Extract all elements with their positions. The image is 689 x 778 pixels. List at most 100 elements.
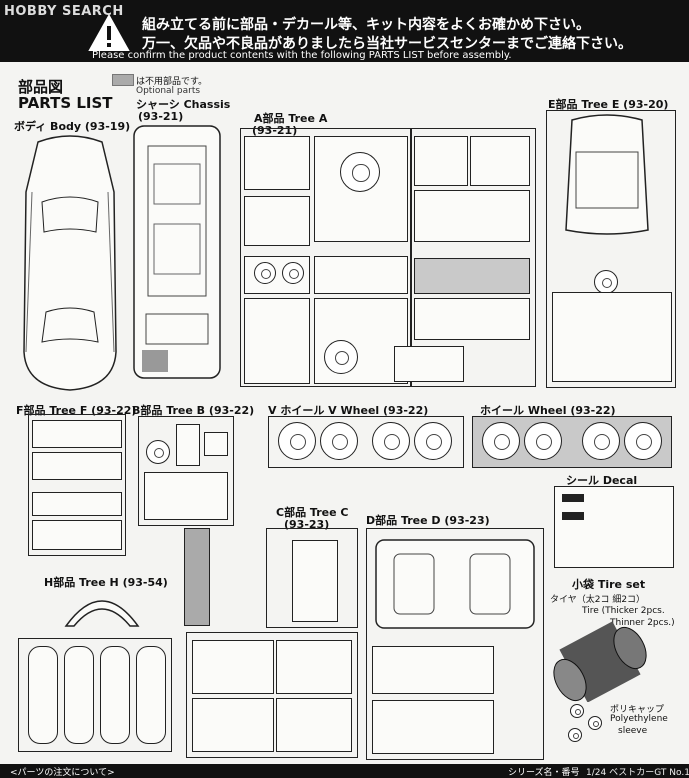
tree-h-label: H部品 Tree H (93-54)	[44, 576, 168, 589]
tree-e-frame	[546, 110, 676, 388]
wheel-part	[624, 422, 662, 460]
decal-plate	[562, 512, 584, 520]
tree-a-part-cell	[314, 256, 408, 294]
instruction-en: Please confirm the product contents with…	[92, 50, 512, 61]
wheel-v-part	[278, 422, 316, 460]
tree-d-frame	[366, 528, 544, 760]
tire-en-2: Thinner 2pcs.)	[610, 618, 675, 628]
decal-plate	[562, 494, 584, 502]
poly-cap	[568, 728, 582, 742]
cap-en-1: Polyethylene	[610, 714, 668, 724]
footer-parts-order: <パーツの注文について>	[10, 768, 115, 778]
tree-a-round-part	[282, 262, 304, 284]
tree-a-right-frame	[410, 128, 536, 387]
tree-f-part-cell	[32, 452, 122, 480]
instruction-jp-1: 組み立てる前に部品・デカール等、キット内容をよくお確かめ下さい。	[142, 17, 590, 33]
tire-set-label: 小袋 Tire set	[572, 578, 646, 591]
tree-a-part-cell	[244, 136, 310, 190]
cap-en-2: sleeve	[618, 726, 648, 736]
parts-title-en: PARTS LIST	[18, 94, 113, 112]
tree-a-part-cell	[470, 136, 530, 186]
tree-a-part-cell	[244, 196, 310, 246]
tree-c-part-cell	[192, 698, 274, 752]
tree-a-label: A部品 Tree A	[254, 112, 328, 125]
wheel-part	[582, 422, 620, 460]
body-drawing	[23, 135, 117, 391]
tree-h-part-cell	[28, 646, 58, 744]
tree-c-part-cell	[276, 698, 352, 752]
tree-h-part	[64, 600, 140, 627]
tree-f-part-cell	[32, 520, 122, 550]
tree-a-part-cell	[244, 298, 310, 384]
tree-b-optional-part	[184, 528, 210, 626]
tree-f-part-cell	[32, 492, 122, 516]
tree-a-round-part	[324, 340, 358, 374]
tree-h-part-cell	[100, 646, 130, 744]
tree-b-round-part	[146, 440, 170, 464]
tree-a-part-cell	[414, 298, 530, 340]
footer-series: シリーズ名・番号	[508, 768, 580, 778]
wheel-part	[524, 422, 562, 460]
tree-c-label: C部品 Tree C	[276, 506, 349, 519]
wheel-v-part	[414, 422, 452, 460]
tree-h-frame	[18, 638, 172, 752]
tree-a-round-part	[340, 152, 380, 192]
tree-f-label: F部品 Tree F (93-22)	[16, 404, 137, 417]
watermark: HOBBY SEARCH	[4, 4, 124, 19]
instruction-jp-2: 万一、欠品や不良品がありましたら当社サービスセンターまでご連絡下さい。	[142, 36, 632, 52]
tree-e-part-cell	[552, 292, 672, 382]
tree-d-interior	[375, 539, 535, 629]
tree-a-frame	[240, 128, 412, 387]
chassis-number: (93-21)	[138, 110, 184, 123]
tree-h-part-cell	[64, 646, 94, 744]
tree-b-part-cell	[176, 424, 200, 466]
tree-e-windshield	[565, 114, 649, 235]
tree-c-part-cell	[276, 640, 352, 694]
wheel-v-label: V ホイール V Wheel (93-22)	[268, 404, 429, 417]
body-label: ボディ Body (93-19)	[14, 120, 131, 133]
tree-h-part-cell	[136, 646, 166, 744]
tire-en-1: Tire (Thicker 2pcs.	[582, 606, 665, 616]
tree-d-part-cell	[372, 700, 494, 754]
parts-title-jp: 部品図	[18, 78, 64, 96]
legend-en: Optional parts	[136, 86, 201, 96]
tree-a-part-cell	[414, 190, 530, 242]
tree-a-optional-part	[414, 258, 530, 294]
tree-a-part-cell	[394, 346, 464, 382]
tree-b-part-cell	[144, 472, 228, 520]
wheel-v-part	[320, 422, 358, 460]
tree-a-number: (93-21)	[252, 124, 298, 137]
tree-a-part-cell	[414, 136, 468, 186]
tree-d-part-cell	[372, 646, 494, 694]
footer-bar	[0, 764, 689, 778]
wheel-label: ホイール Wheel (93-22)	[480, 404, 616, 417]
warning-icon	[88, 14, 130, 51]
tree-b-label: B部品 Tree B (93-22)	[132, 404, 255, 417]
chassis-label: シャーシ Chassis	[136, 98, 231, 111]
wheel-v-part	[372, 422, 410, 460]
tree-c-frame	[266, 528, 358, 628]
tree-c-part-cell	[292, 540, 338, 622]
poly-cap	[570, 704, 584, 718]
tree-c-part-cell	[192, 640, 274, 694]
tree-b-part-cell	[204, 432, 228, 456]
tree-a-round-part	[254, 262, 276, 284]
tree-f-part-cell	[32, 420, 122, 448]
tree-d-label: D部品 Tree D (93-23)	[366, 514, 490, 527]
tire-jp: タイヤ（太2コ 細2コ）	[550, 595, 646, 605]
decal-label: シール Decal	[566, 474, 638, 487]
chassis-drawing	[133, 125, 221, 379]
tree-b-frame	[138, 416, 234, 526]
legend-jp: は不用部品です。	[136, 77, 208, 87]
poly-cap	[588, 716, 602, 730]
optional-swatch	[112, 74, 134, 86]
tree-c-lower-frame	[186, 632, 358, 758]
tree-e-label: E部品 Tree E (93-20)	[548, 98, 669, 111]
footer-product: 1/24 ベストカーGT No.17	[586, 768, 689, 778]
wheel-v-frame	[268, 416, 464, 468]
wheel-part	[482, 422, 520, 460]
tree-f-frame	[28, 414, 126, 556]
cap-jp: ポリキャップ	[610, 705, 665, 715]
tree-c-number: (93-23)	[284, 518, 330, 531]
tree-e-round-part	[594, 270, 618, 294]
